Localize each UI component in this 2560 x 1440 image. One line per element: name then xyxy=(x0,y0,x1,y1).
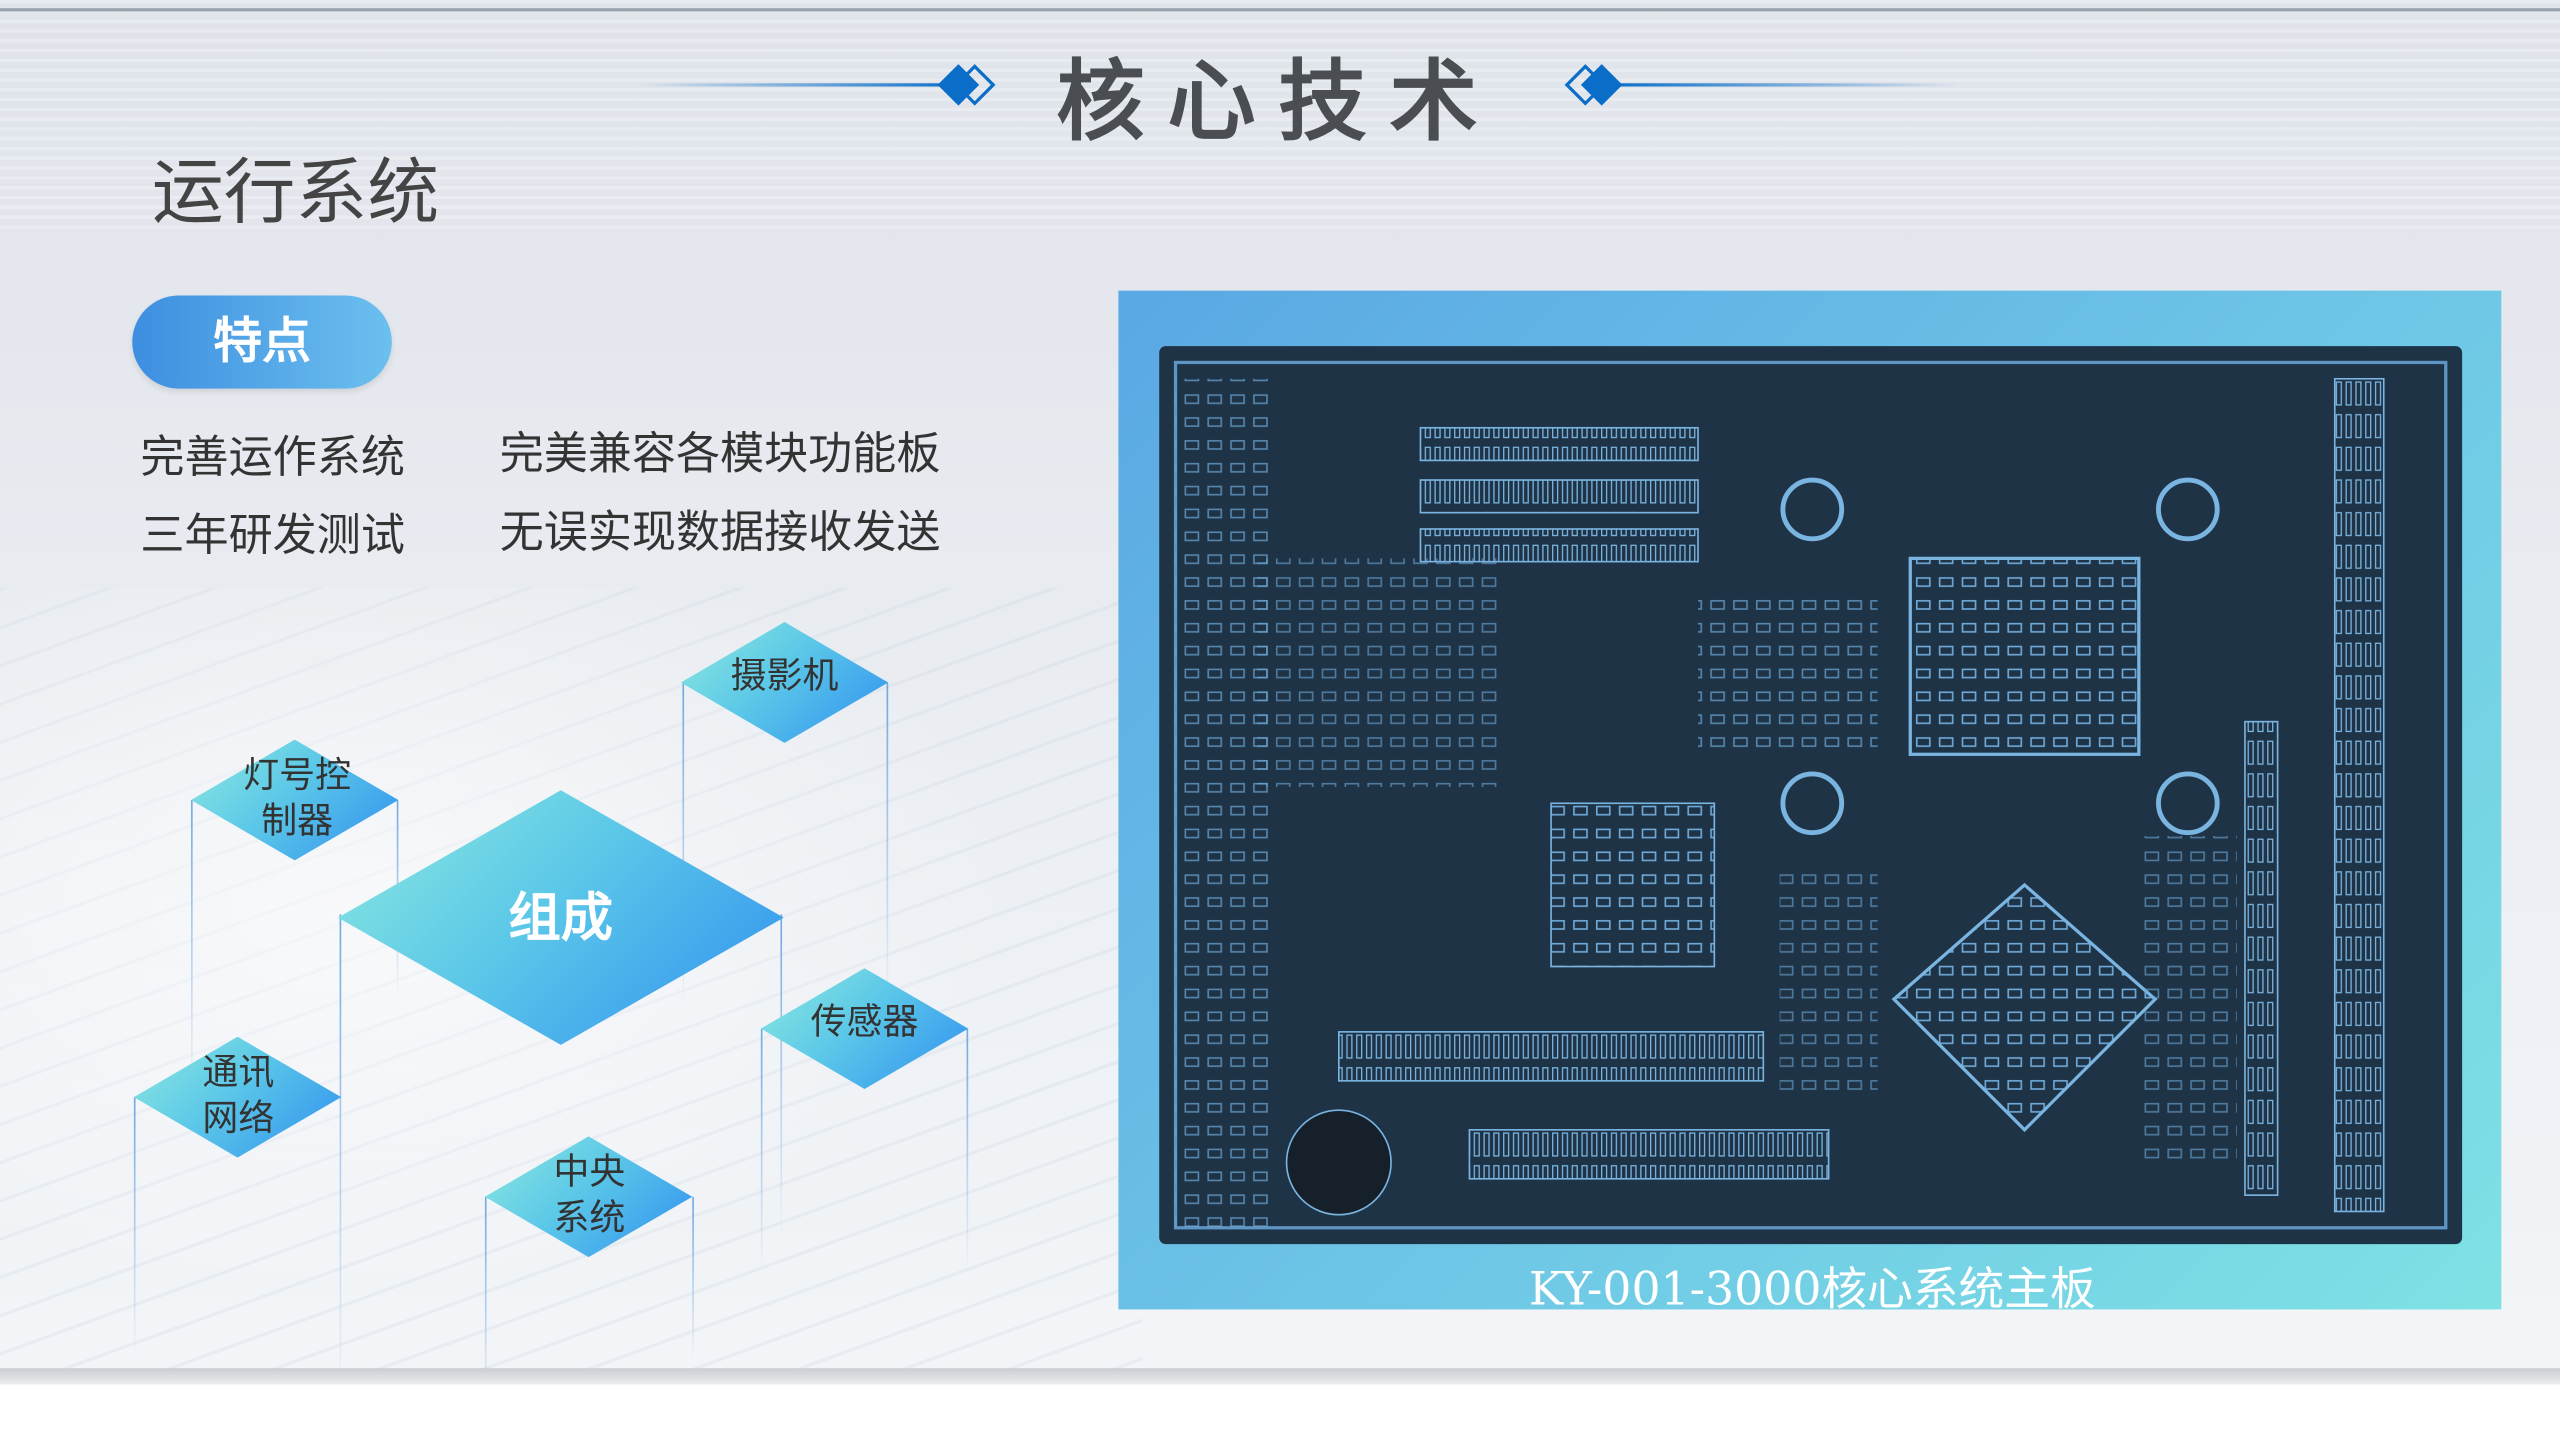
connector-line xyxy=(191,800,193,1094)
connector-line xyxy=(682,682,685,1010)
diamond-central-system: 中央系统 xyxy=(484,1136,693,1258)
features-badge: 特点 xyxy=(132,295,392,389)
signal-controller-label: 灯号控制器 xyxy=(243,755,352,843)
page-title: 核心技术 xyxy=(1056,50,1501,154)
top-divider xyxy=(0,8,2560,12)
diamond-camera: 摄影机 xyxy=(680,622,889,743)
title-line-left xyxy=(636,83,964,87)
board-caption: KY-001-3000核心系统主板 xyxy=(1528,1262,2096,1316)
network-label: 通讯网络 xyxy=(202,1053,275,1140)
central-system-label: 中央系统 xyxy=(553,1152,626,1240)
connector-line xyxy=(886,682,889,1010)
feature-item: 完美兼容各模块功能板 xyxy=(499,429,941,481)
feature-item: 完善运作系统 xyxy=(140,432,405,484)
background-stripes xyxy=(0,0,2560,229)
connector-line xyxy=(133,1097,136,1359)
connector-line xyxy=(760,1028,763,1274)
motherboard-image xyxy=(1159,346,2463,1245)
connector-line xyxy=(339,914,342,1405)
connector-line xyxy=(966,1028,969,1274)
pcb-graphic xyxy=(1173,360,2448,1230)
section-title: 运行系统 xyxy=(151,151,440,236)
connector-line xyxy=(484,1196,487,1410)
feature-item: 三年研发测试 xyxy=(140,511,405,562)
diamond-signal-controller: 灯号控制器 xyxy=(191,739,399,861)
feature-item: 无误实现数据接收发送 xyxy=(499,507,941,559)
diamond-composition: 组成 xyxy=(337,790,784,1045)
bottom-margin xyxy=(0,1384,2560,1440)
sensor-label: 传感器 xyxy=(810,1002,919,1044)
connector-line xyxy=(780,914,783,1241)
camera-label: 摄影机 xyxy=(730,656,839,698)
diamond-network: 通讯网络 xyxy=(133,1036,342,1158)
title-line-right xyxy=(1608,83,1960,87)
diamond-sensor: 传感器 xyxy=(760,968,969,1090)
composition-label: 组成 xyxy=(508,886,614,949)
connector-line xyxy=(692,1196,694,1361)
bottom-band xyxy=(0,1368,2560,1385)
board-image-frame: KY-001-3000核心系统主板 xyxy=(1118,290,2502,1316)
